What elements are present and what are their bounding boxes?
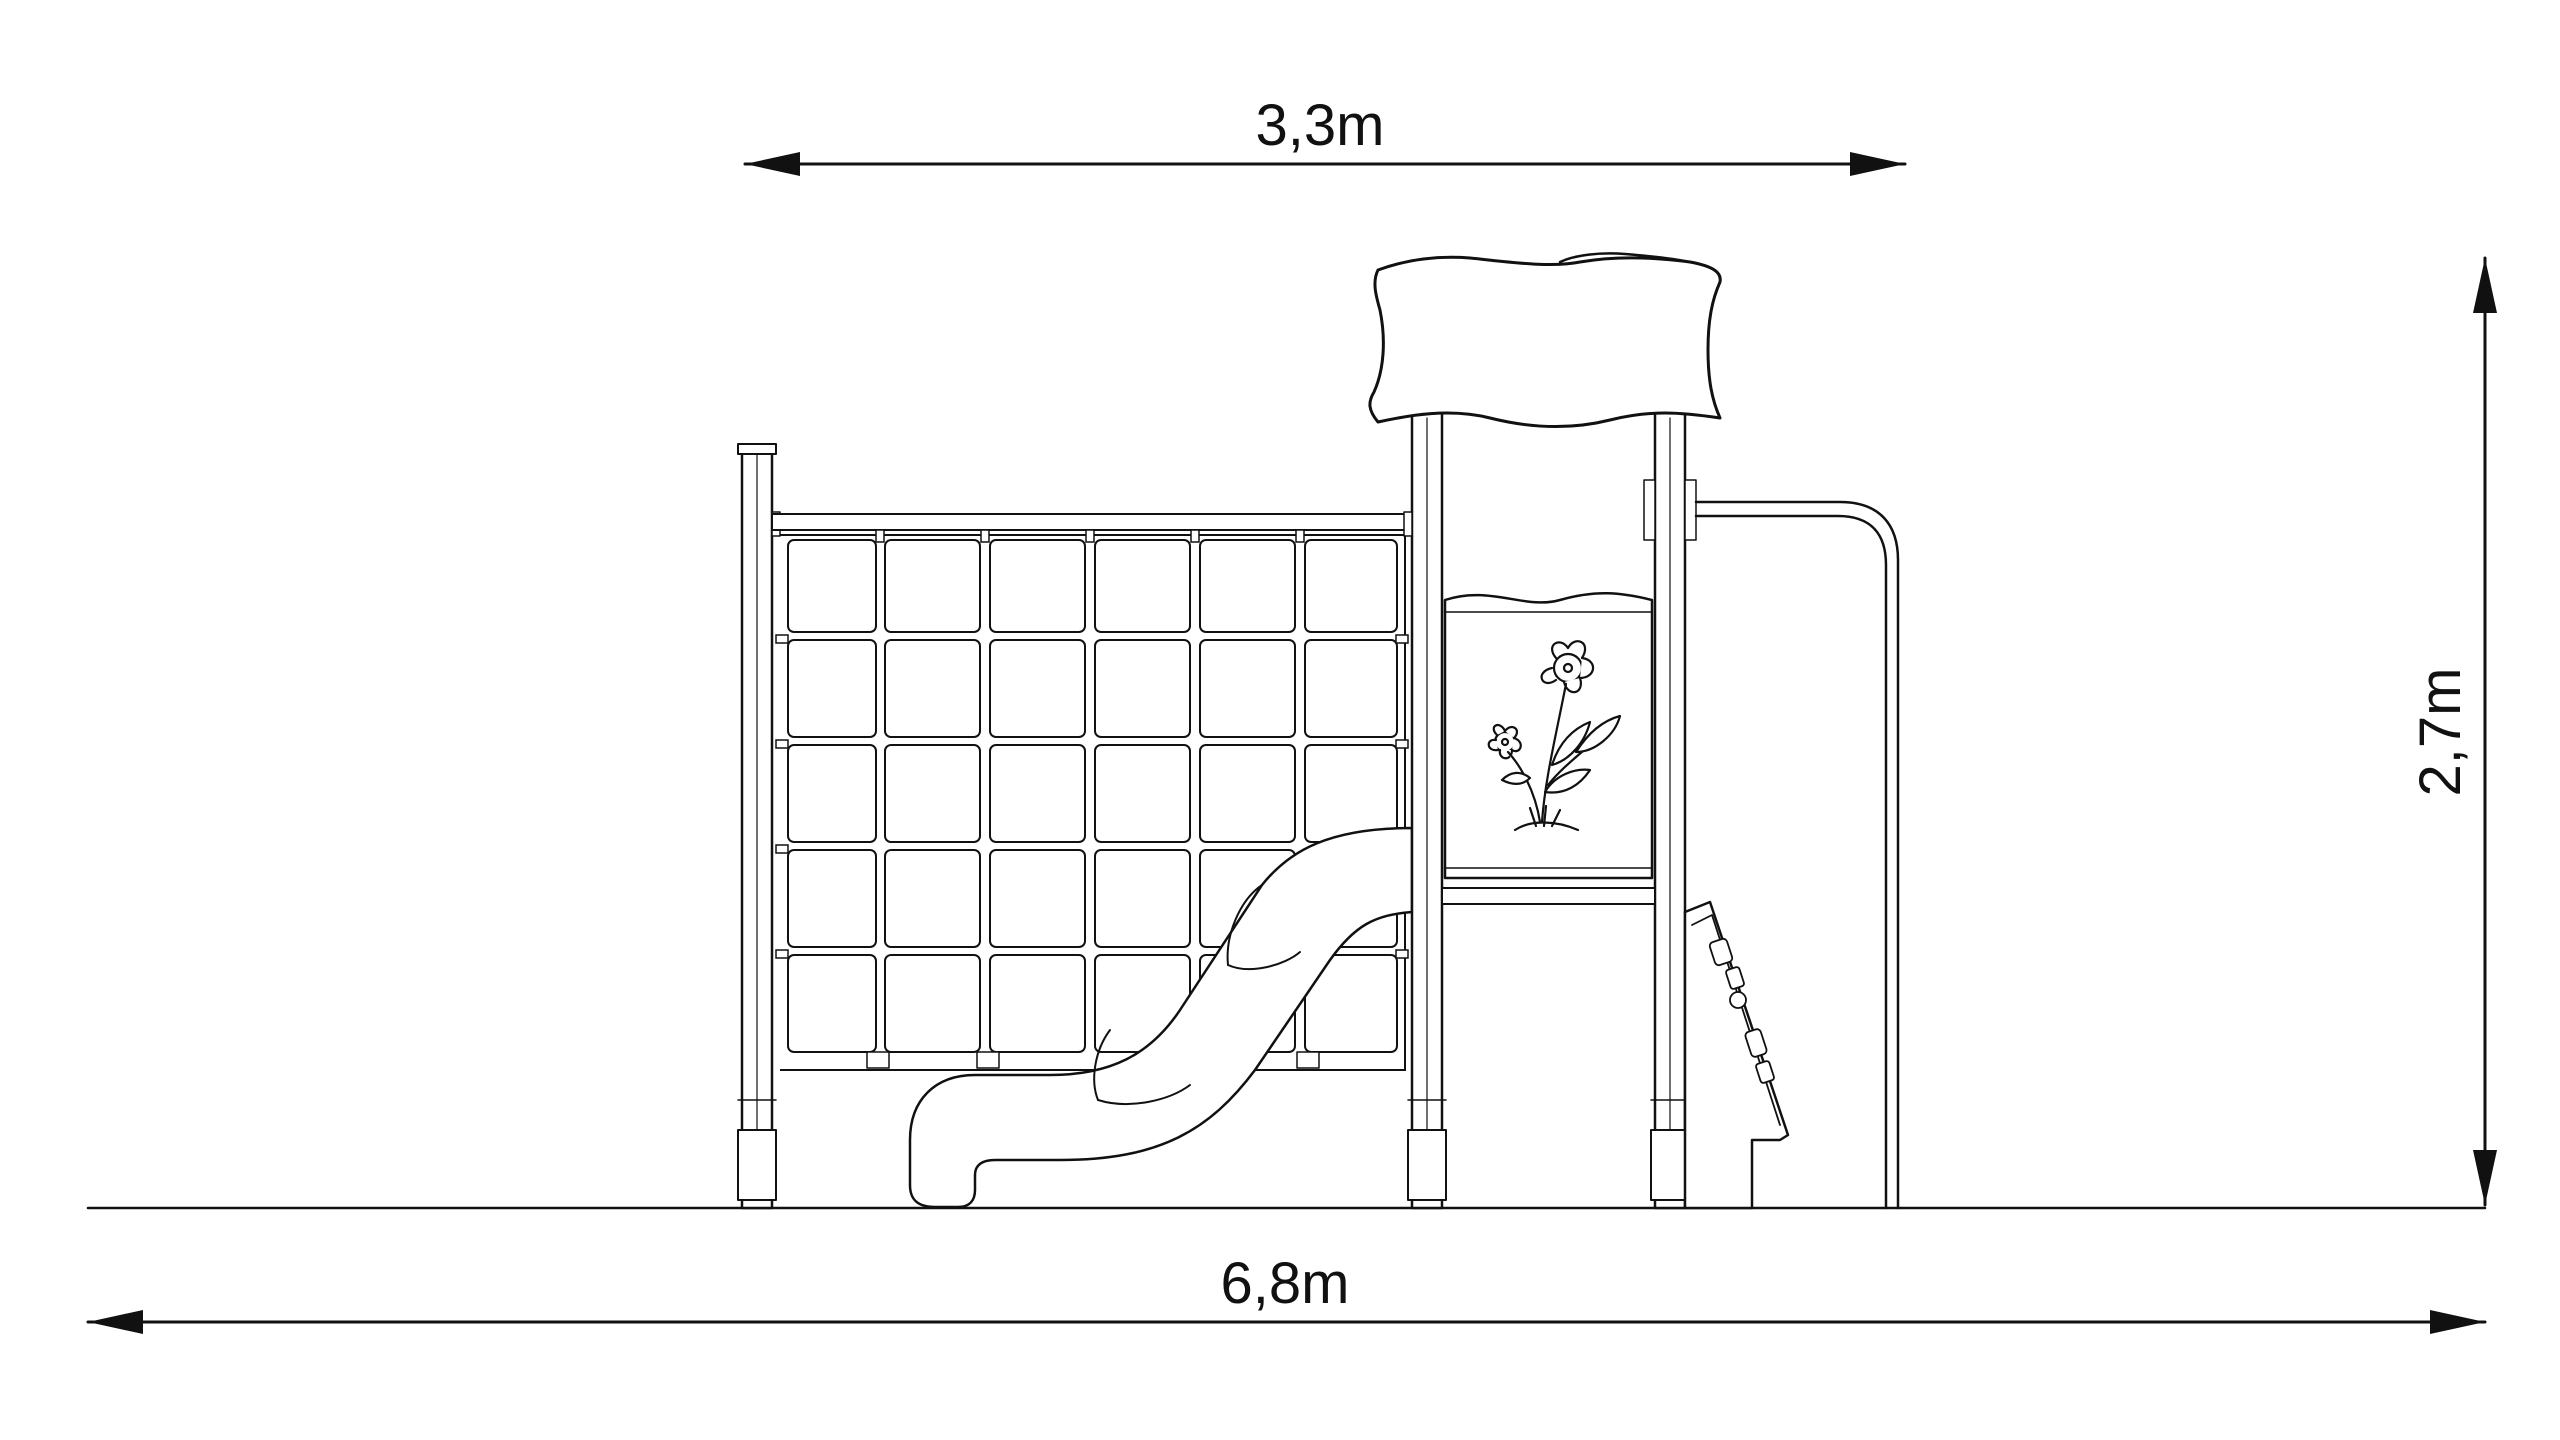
- net-cell: [1304, 744, 1398, 843]
- net-cell: [787, 849, 877, 948]
- arrow-right-icon: [1850, 152, 1905, 176]
- dimension-right: 2,7m: [2408, 256, 2497, 1207]
- net-cell: [1199, 744, 1296, 843]
- net-cell: [989, 539, 1086, 633]
- net-knot: [775, 844, 789, 854]
- flower-icon: [1487, 640, 1622, 832]
- net-cell: [884, 539, 981, 633]
- net-cell: [989, 954, 1086, 1053]
- dimension-bottom: 6,8m: [86, 1251, 2487, 1334]
- net-cell: [787, 744, 877, 843]
- tower-post-left: [1403, 408, 1447, 1210]
- net-knot: [775, 739, 789, 749]
- net-cell: [884, 954, 981, 1053]
- arrow-left-icon: [745, 152, 800, 176]
- net-cell: [1094, 539, 1191, 633]
- dimension-label-top-width: 3,3m: [1256, 93, 1385, 158]
- play-panel: [1683, 900, 1790, 1210]
- arrow-up-icon: [2473, 258, 2497, 313]
- arrow-left-icon: [88, 1310, 143, 1334]
- net-knot: [875, 529, 885, 543]
- net-knots: [775, 529, 1409, 959]
- net-cell: [989, 849, 1086, 948]
- tube-slide: [908, 826, 1414, 1209]
- net-cell: [1094, 639, 1191, 738]
- net-knot: [1395, 949, 1409, 959]
- net-cell: [787, 639, 877, 738]
- net-knot: [1395, 739, 1409, 749]
- climbing-net: [771, 513, 1413, 1071]
- net-cell: [787, 954, 877, 1053]
- net-knot: [775, 949, 789, 959]
- net-cells: [787, 539, 1398, 1053]
- net-knot: [1190, 529, 1200, 543]
- flower-panel: [1443, 592, 1654, 880]
- arrow-right-icon: [2430, 1310, 2485, 1334]
- net-cell: [1199, 539, 1296, 633]
- dimension-top: 3,3m: [743, 93, 1907, 176]
- net-cell: [989, 639, 1086, 738]
- net-cell: [1199, 639, 1296, 738]
- tower-deck: [1441, 887, 1656, 905]
- left-post: [737, 443, 781, 1210]
- net-cell: [1304, 639, 1398, 738]
- net-cell: [787, 539, 877, 633]
- net-knot: [1395, 634, 1409, 644]
- handrail: [1694, 500, 1900, 1210]
- net-cell: [884, 639, 981, 738]
- net-knot: [775, 634, 789, 644]
- net-cell: [1094, 849, 1191, 948]
- net-knot: [1295, 529, 1305, 543]
- net-cell: [1304, 954, 1398, 1053]
- net-knot: [980, 529, 990, 543]
- net-knot: [1085, 529, 1095, 543]
- net-cell: [989, 744, 1086, 843]
- arrow-down-icon: [2473, 1150, 2497, 1205]
- net-cell: [884, 744, 981, 843]
- dimension-label-height: 2,7m: [2408, 668, 2473, 797]
- net-cell: [884, 849, 981, 948]
- tower-post-right: [1643, 408, 1697, 1210]
- net-cell: [1304, 539, 1398, 633]
- net-cell: [1094, 744, 1191, 843]
- dimension-label-total-width: 6,8m: [1221, 1251, 1350, 1316]
- roof-panel: [1368, 252, 1722, 429]
